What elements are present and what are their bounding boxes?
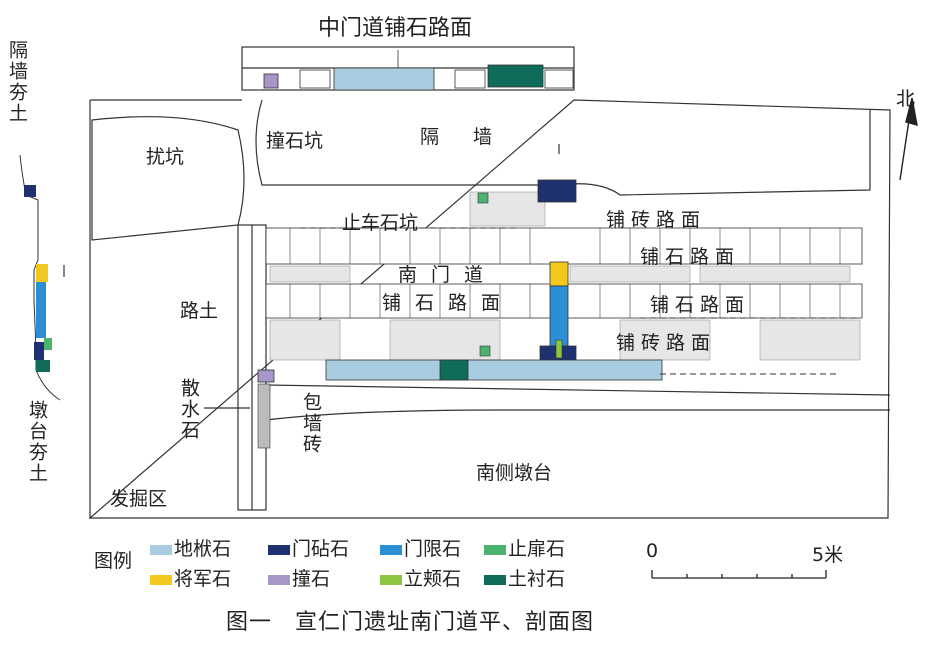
legend-swatch	[150, 544, 172, 555]
threshold-stone	[549, 285, 569, 347]
legend-item: 门限石	[380, 534, 461, 561]
label-brick-paving-lower: 铺砖路面	[616, 332, 717, 354]
brick-paving-hatch	[269, 191, 861, 361]
label-side-platform-soil: 墩台夯土	[26, 400, 48, 484]
legend-label: 撞石	[292, 568, 331, 590]
legend-label: 门限石	[404, 538, 462, 560]
label-south-gateway: 南门道	[398, 264, 498, 286]
top-paving-stones	[299, 69, 574, 89]
cross-section-socket-bottom	[34, 342, 44, 360]
scale-bar	[651, 570, 827, 579]
legend-item: 土衬石	[484, 564, 565, 591]
legend-swatch	[484, 574, 506, 585]
bottom-zhuang-stone	[257, 369, 275, 383]
door-socket-upper	[537, 179, 577, 203]
legend-swatch	[380, 574, 402, 585]
top-base-stone	[487, 64, 544, 88]
cross-section-base	[36, 360, 50, 372]
legend-title: 图例	[94, 550, 133, 572]
cross-section-socket-top	[24, 185, 36, 197]
threshold-stone-upper	[549, 261, 569, 287]
label-wrap-brick: 包墙砖	[300, 392, 322, 455]
legend-label: 立颊石	[404, 568, 462, 590]
legend-label: 将军石	[174, 568, 232, 590]
label-stone-paving-right: 铺石路面	[650, 294, 751, 316]
top-zhuang-stone	[263, 73, 279, 89]
bottom-base-stone	[439, 359, 469, 381]
cross-section-strip	[19, 154, 61, 401]
bottom-sill-stones	[325, 359, 663, 381]
top-sill-stones	[333, 67, 435, 91]
legend-swatch	[484, 544, 506, 555]
north-arrow	[899, 97, 918, 181]
label-road-soil: 路土	[180, 300, 219, 322]
label-top-paving: 中门道铺石路面	[318, 16, 473, 41]
label-stone-paving-upper: 铺石路面	[640, 246, 741, 268]
legend-item: 将军石	[150, 564, 231, 591]
label-excavation: 发掘区	[110, 488, 168, 510]
legend-label: 地栿石	[174, 538, 232, 560]
legend-swatch	[268, 544, 290, 555]
legend-swatch	[268, 574, 290, 585]
label-stop-cart-pit: 止车石坑	[342, 212, 419, 234]
legend-item: 撞石	[268, 564, 330, 591]
label-brick-paving-upper: 铺砖路面	[606, 209, 707, 231]
label-zhuang-pit: 撞石坑	[266, 130, 324, 152]
legend-item: 止扉石	[484, 534, 565, 561]
side-jamb-stone	[555, 339, 563, 359]
site-outline	[88, 99, 891, 519]
legend-item: 立颊石	[380, 564, 461, 591]
legend-swatch	[380, 544, 402, 555]
wrap-brick-strip	[257, 383, 271, 449]
stop-door-stone-lower	[479, 345, 491, 357]
legend-label: 土衬石	[508, 568, 566, 590]
label-pit: 扰坑	[146, 146, 185, 168]
cross-section-general	[36, 264, 48, 282]
scale-end: 5米	[812, 544, 844, 566]
label-north: 北	[896, 88, 916, 110]
label-partition-wall: 隔 墙	[420, 126, 507, 148]
legend-label: 门砧石	[292, 538, 350, 560]
legend-label: 止扉石	[508, 538, 566, 560]
legend-item: 门砧石	[268, 534, 349, 561]
cross-section-threshold	[36, 282, 46, 338]
cross-section-stop-door	[44, 338, 52, 350]
figure-caption: 图一 宣仁门遗址南门道平、剖面图	[226, 610, 595, 635]
label-side-wall-soil: 隔墙夯土	[6, 40, 28, 124]
label-stone-paving-mid: 铺石路面	[382, 292, 515, 314]
pit-outline	[91, 116, 245, 241]
label-scatter-water: 散水石	[178, 378, 200, 441]
scale-zero: 0	[646, 540, 659, 562]
legend-item: 地栿石	[150, 534, 231, 561]
label-south-platform: 南侧墩台	[476, 462, 553, 484]
stop-door-stone-upper	[477, 192, 489, 204]
legend-swatch	[150, 574, 172, 585]
